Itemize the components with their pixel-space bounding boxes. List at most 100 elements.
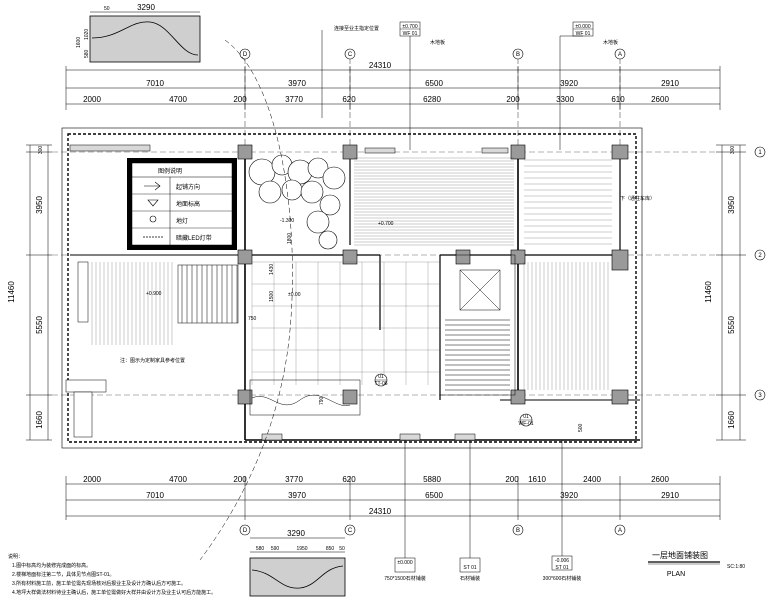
btag2-code: ST 01 <box>463 565 476 571</box>
right-total-dim: 11460 <box>704 281 713 303</box>
bot-dim-5: 2910 <box>661 491 679 500</box>
btag3-level: -0.006 <box>555 558 569 564</box>
bot-sub-10: 2600 <box>651 475 669 484</box>
detail-top-width: 3290 <box>137 3 155 12</box>
row-1: 1 <box>758 150 762 156</box>
top-sub-4: 3770 <box>285 95 303 104</box>
title-block: 一层地面铺装图 PLAN SC:1:80 <box>648 550 745 578</box>
dim-790: 790 <box>319 396 325 405</box>
left-dim-1: 300 <box>38 146 44 155</box>
bottom-dimensions <box>65 476 721 520</box>
detail-bot-width: 3290 <box>287 529 305 538</box>
axis-top-d: D <box>243 52 248 58</box>
bottom-detail: 3290 580 590 1950 850 50 <box>249 529 346 597</box>
detail-bot-1: 580 <box>256 546 265 552</box>
bot-sub-2: 4700 <box>169 475 187 484</box>
notes-heading: 说明： <box>8 553 23 560</box>
level-a: +0.900 <box>146 291 162 297</box>
wood-floor-hatch <box>354 157 514 246</box>
left-dim-4: 1660 <box>35 411 44 429</box>
level-d: ±0.00 <box>288 292 301 298</box>
top-dim-2: 3970 <box>288 79 306 88</box>
top-dim-4: 3920 <box>560 79 578 88</box>
axis-bot-d: D <box>243 528 248 534</box>
bottom-tags: ±0.000 750*1500石材铺装 ST 01 石材铺装 -0.006 ST… <box>384 440 581 582</box>
top-sub-2: 4700 <box>169 95 187 104</box>
start-direction-icon <box>144 181 161 191</box>
legend-item-1: 起铺方向 <box>176 183 200 191</box>
top-note: 连接至业主指定位置 <box>334 25 379 32</box>
windows <box>69 144 509 441</box>
top-sub-9: 610 <box>611 95 625 104</box>
btag1-name: 750*1500石材铺装 <box>384 575 425 582</box>
top-sub-6: 6280 <box>423 95 441 104</box>
tag1-name: 木地板 <box>430 39 445 46</box>
legend-item-4: 暗藏LED灯带 <box>176 234 212 242</box>
building-walls <box>61 127 643 449</box>
left-stair-room <box>65 261 239 438</box>
bot-sub-9: 2400 <box>583 475 601 484</box>
top-dim-5: 2910 <box>661 79 679 88</box>
section-2b: WF-01 <box>519 421 534 427</box>
section-2: 01 <box>523 414 529 420</box>
tag1-code: WF 01 <box>403 31 418 37</box>
interior-labels: +0.900 +0.700 -1.300 ±0.00 注：图示为定制家具参考位置… <box>120 195 655 432</box>
elevation-icon <box>147 199 159 207</box>
detail-top-h1: 1600 <box>76 37 82 48</box>
dim-1500: 1500 <box>269 291 275 302</box>
floor-light-icon <box>149 215 157 223</box>
bot-sub-5: 620 <box>342 475 356 484</box>
btag3-name: 300*600石材铺装 <box>543 575 582 582</box>
row-2: 2 <box>758 253 762 259</box>
axis-bot-b: B <box>516 528 520 534</box>
top-sub-1: 2000 <box>83 95 101 104</box>
notes: 说明： 1.图中标高均为装修完成面的标高。 2.楼梯地面标注第二节，具体见节点图… <box>8 553 216 596</box>
detail-bot-5: 50 <box>339 546 345 552</box>
drawing-subtitle: PLAN <box>667 571 685 578</box>
top-sub-5: 620 <box>342 95 356 104</box>
tile-grid-center <box>251 261 440 385</box>
tag1-level: ±0.700 <box>402 24 417 30</box>
section-1: 01 <box>378 374 384 380</box>
bot-sub-3: 200 <box>233 475 247 484</box>
top-sub-8: 3300 <box>556 95 574 104</box>
bottom-garden <box>249 379 361 416</box>
top-tags: 连接至业主指定位置 ±0.700 WF 01 木地板 ±0.000 WF 01 … <box>321 21 618 150</box>
top-detail: 3290 50 1600 1020 580 <box>76 3 201 63</box>
btag2-name: 石材铺装 <box>460 575 480 582</box>
right-dim-3: 5550 <box>727 316 736 334</box>
left-note: 注：图示为定制家具参考位置 <box>120 357 185 364</box>
drawing-title: 一层地面铺装图 <box>652 550 708 560</box>
bot-sub-6: 5880 <box>423 475 441 484</box>
wood-floor-hatch-right <box>523 159 612 390</box>
bot-total-dim: 24310 <box>369 507 392 516</box>
detail-bot-2: 590 <box>271 546 280 552</box>
right-dimensions <box>716 144 746 441</box>
top-dim-1: 7010 <box>146 79 164 88</box>
bot-dim-4: 3920 <box>560 491 578 500</box>
dim-500: 500 <box>578 423 584 432</box>
note-3: 3.所有材料施工前，施工单位需先现场核对后报业主及设计方确认后方可施工。 <box>12 580 186 587</box>
bot-dim-2: 3970 <box>288 491 306 500</box>
detail-top-offset: 50 <box>104 6 110 12</box>
tag2-level: ±0.000 <box>575 24 590 30</box>
legend: 图例说明 起铺方向 地面标高 地灯 暗藏LED灯带 <box>127 158 237 250</box>
right-dim-4: 1660 <box>727 411 736 429</box>
note-1: 1.图中标高均为装修完成面的标高。 <box>12 562 91 569</box>
tag2-name: 木地板 <box>603 39 618 46</box>
axis-bot-a: A <box>618 528 622 534</box>
stair <box>439 254 516 396</box>
detail-bot-4: 850 <box>326 546 335 552</box>
grid-axis-bottom: D C B A <box>239 524 626 536</box>
bot-dim-3: 6500 <box>425 491 443 500</box>
axis-top-a: A <box>618 52 622 58</box>
bot-dim-1: 7010 <box>146 491 164 500</box>
right-dim-1: 300 <box>730 146 736 155</box>
right-dim-2: 3950 <box>727 196 736 214</box>
bot-sub-8: 1610 <box>528 475 546 484</box>
legend-item-2: 地面标高 <box>176 200 200 208</box>
top-sub-10: 2600 <box>651 95 669 104</box>
axis-top-b: B <box>516 52 520 58</box>
